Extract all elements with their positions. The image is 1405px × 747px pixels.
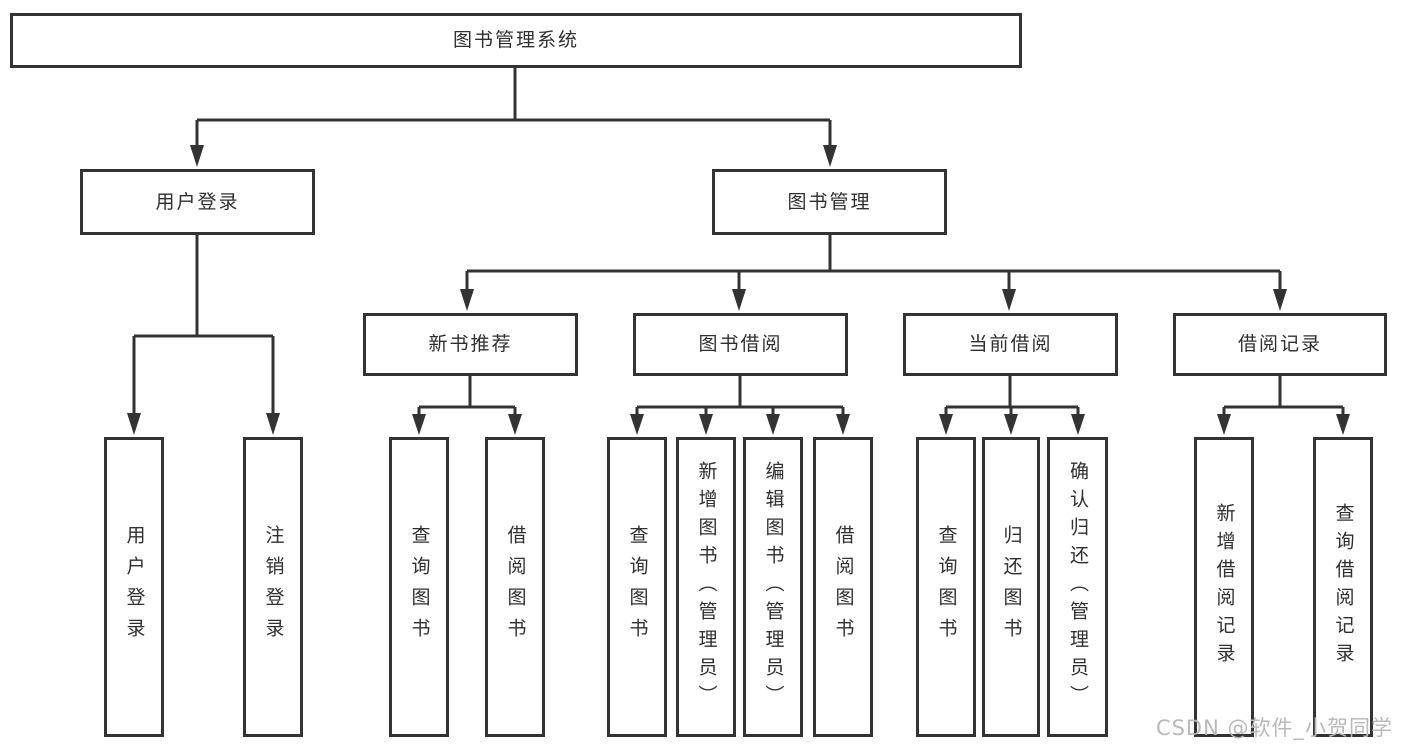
node-user-login: 用户登录 [80,169,315,235]
node-leaf-query-books-3: 查询图书 [916,437,976,737]
csdn-watermark: CSDN @软件_小贺同学 [1155,716,1393,740]
node-book-borrowing: 图书借阅 [633,313,848,376]
node-book-management: 图书管理 [712,169,947,235]
node-leaf-query-borrow-record: 查询借阅记录 [1313,437,1373,737]
node-new-book-recommend: 新书推荐 [363,313,578,376]
node-leaf-user-login: 用户登录 [104,437,164,737]
node-leaf-query-books-2: 查询图书 [607,437,667,737]
node-leaf-confirm-return-admin: 确认归还（管理员） [1047,437,1108,737]
node-leaf-logout: 注销登录 [243,437,303,737]
node-leaf-add-borrow-record: 新增借阅记录 [1194,437,1254,737]
node-leaf-add-book-admin: 新增图书（管理员） [676,437,736,737]
node-library-management-system: 图书管理系统 [10,13,1022,68]
node-leaf-return-books: 归还图书 [982,437,1040,737]
node-leaf-edit-book-admin: 编辑图书（管理员） [743,437,803,737]
node-borrowing-records: 借阅记录 [1173,313,1387,376]
node-leaf-borrow-books-1: 借阅图书 [485,437,545,737]
node-leaf-borrow-books-2: 借阅图书 [813,437,873,737]
node-current-borrowing: 当前借阅 [903,313,1118,376]
node-leaf-query-books-1: 查询图书 [389,437,449,737]
